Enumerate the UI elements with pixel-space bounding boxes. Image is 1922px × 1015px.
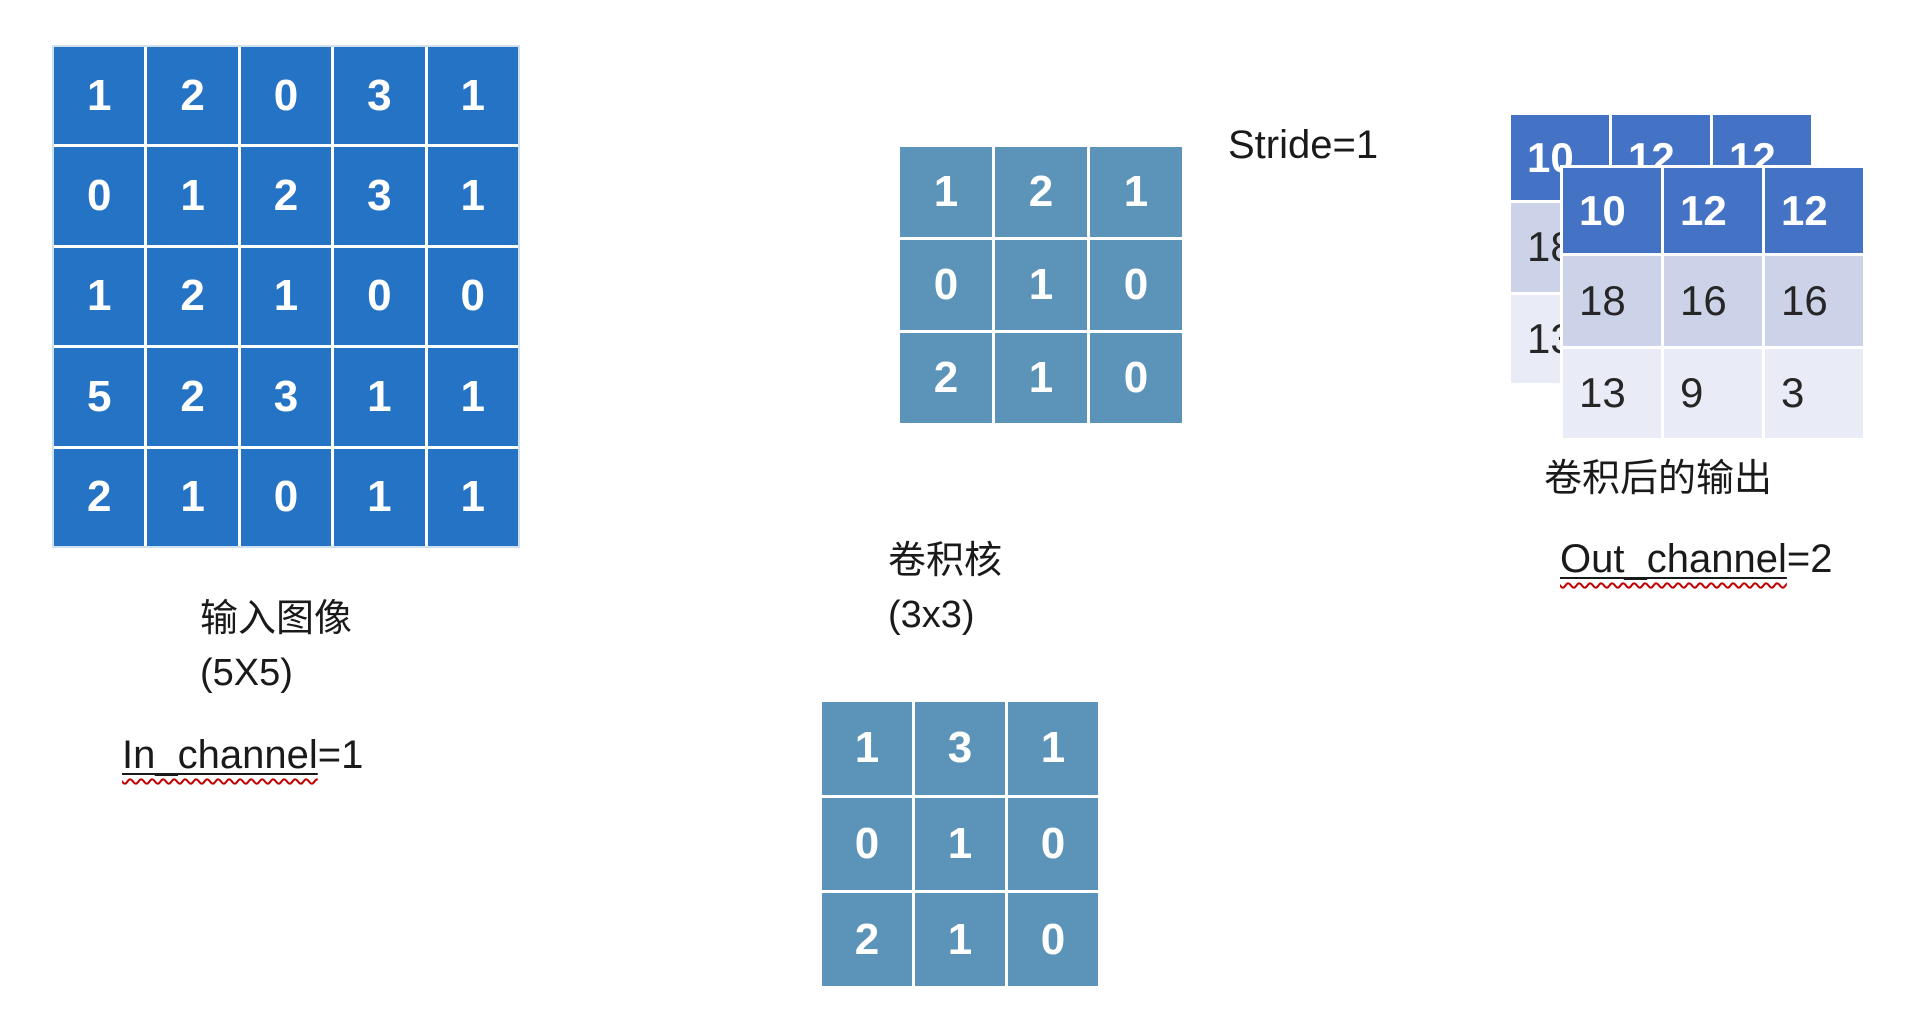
output-front-cell: 3 [1765,348,1863,438]
output-front-cell: 12 [1765,168,1863,253]
out-channel-word: Out_channel [1560,537,1787,581]
input-matrix-cell: 0 [54,147,145,245]
input-matrix-cell: 1 [427,147,518,245]
input-matrix-cell: 1 [147,147,238,245]
output-front-cell: 10 [1563,168,1661,253]
kernel-label: 卷积核 (3x3) [888,534,1002,642]
output-front-cell: 12 [1664,168,1762,253]
in-channel-label: In_channel=1 [122,728,363,782]
in-channel-word: In_channel [122,733,318,777]
stride-label: Stride=1 [1228,123,1379,167]
kernel-2-cell: 0 [1008,893,1098,986]
input-matrix-cell: 2 [147,348,238,446]
input-matrix-cell: 0 [427,247,518,346]
kernel-2-cell: 1 [822,702,912,795]
input-matrix-cell: 3 [334,47,425,145]
input-matrix-cell: 3 [334,147,425,245]
kernel-2-cell: 1 [1008,702,1098,795]
input-matrix-cell: 1 [427,348,518,446]
kernel-1-cell: 1 [995,333,1087,423]
out-channel-label: Out_channel=2 [1560,532,1832,586]
input-matrix-cell: 3 [240,348,332,446]
output-front-cell: 9 [1664,348,1762,438]
input-matrix-cell: 1 [427,47,518,145]
kernel-size-text: (3x3) [888,594,975,636]
input-matrix-cell: 0 [240,448,332,546]
input-matrix-cell: 1 [54,247,145,346]
out-channel-value: =2 [1786,537,1833,581]
input-matrix-cell: 0 [334,247,425,346]
input-matrix-cell: 1 [334,448,425,546]
input-matrix-cell: 1 [147,448,238,546]
kernel-2-cell: 0 [1008,797,1098,891]
input-matrix-cell: 0 [240,47,332,145]
input-matrix-cell: 2 [147,47,238,145]
kernel-1-cell: 2 [900,333,992,423]
output-front-cell: 18 [1563,256,1661,346]
kernel-2-cell: 0 [822,797,912,891]
input-matrix-cell: 1 [54,47,145,145]
input-matrix-cell: 1 [240,247,332,346]
input-image-label: 输入图像 (5X5) [200,592,352,700]
output-label: 卷积后的输出 [1544,458,1773,500]
kernel-1-cell: 0 [1090,240,1182,330]
input-matrix-cell: 1 [334,348,425,446]
kernel-1-cell: 1 [995,240,1087,330]
input-matrix-cell: 2 [240,147,332,245]
kernel-1-cell: 0 [900,240,992,330]
input-image-label-text: 输入图像 [200,598,353,640]
input-image-size-text: (5X5) [200,652,293,694]
kernel-1-cell: 2 [995,147,1087,237]
in-channel-value: =1 [317,733,364,777]
kernel-1-cell: 1 [900,147,992,237]
kernel-2-cell: 2 [822,893,912,986]
kernel-2-cell: 3 [915,702,1005,795]
kernel-2-cell: 1 [915,893,1005,986]
kernel-1-cell: 0 [1090,333,1182,423]
kernel-label-text: 卷积核 [888,540,1003,582]
kernel-1-cell: 1 [1090,147,1182,237]
output-front-cell: 16 [1664,256,1762,346]
kernel-2-cell: 1 [915,797,1005,891]
output-front-cell: 16 [1765,256,1863,346]
input-matrix-cell: 2 [54,448,145,546]
input-matrix-cell: 5 [54,348,145,446]
input-matrix-cell: 2 [147,247,238,346]
output-front-cell: 13 [1563,348,1661,438]
input-matrix-cell: 1 [427,448,518,546]
